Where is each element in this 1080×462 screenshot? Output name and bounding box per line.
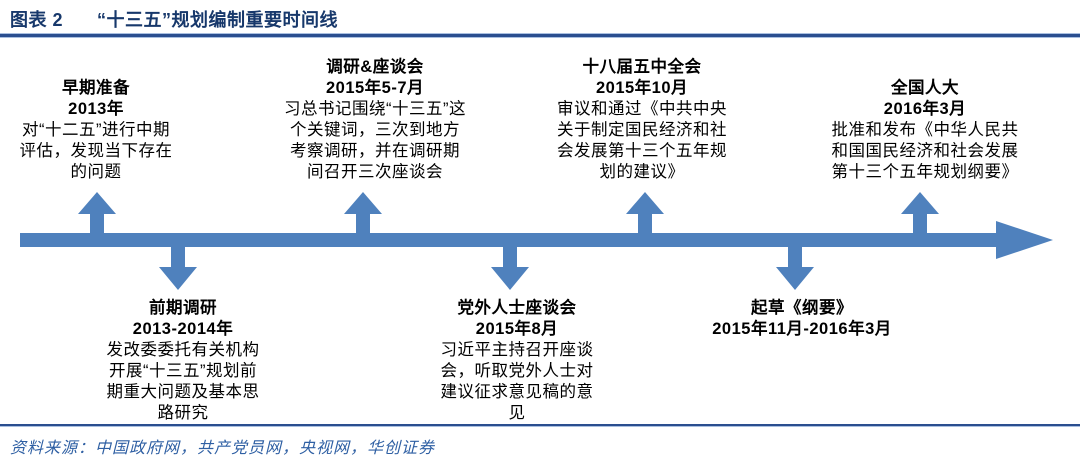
event-desc: 批准和发布《中华人民共和国国民经济和社会发展第十三个五年规划纲要》 [831,121,1019,181]
event-desc: 发改委委托有关机构开展“十三五”规划前期重大问题及基本思路研究 [106,341,260,422]
down-arrow-icon-2 [491,247,529,290]
event-drafting-outline: 起草《纲要》 2015年11月-2016年3月 [662,298,942,340]
event-desc: 对“十二五”进行中期评估，发现当下存在的问题 [19,121,173,181]
event-name: 前期调研 [149,299,217,317]
event-date: 2013-2014年 [132,320,234,338]
figure-title: “十三五”规划编制重要时间线 [97,10,339,30]
event-non-party-symposium: 党外人士座谈会 2015年8月 习近平主持召开座谈会，听取党外人士对建议征求意见… [437,298,597,424]
event-name: 全国人大 [891,79,959,97]
event-preliminary-research: 前期调研 2013-2014年 发改委委托有关机构开展“十三五”规划前期重大问题… [103,298,263,424]
event-date: 2015年8月 [475,320,559,338]
figure-header: 图表 2 “十三五”规划编制重要时间线 [10,6,338,32]
event-desc: 习总书记围绕“十三五”这个关键词，三次到地方考察调研，并在调研期间召开三次座谈会 [284,100,466,181]
down-arrow-icon-1 [159,247,197,290]
event-name: 起草《纲要》 [751,299,853,317]
event-name: 早期准备 [62,79,130,97]
figure-label: 图表 2 [10,10,64,30]
up-arrow-icon-4 [901,192,939,233]
event-date: 2015年11月-2016年3月 [712,320,892,338]
timeline-axis [20,233,996,247]
event-date: 2013年 [68,100,124,118]
event-research-symposiums: 调研&座谈会 2015年5-7月 习总书记围绕“十三五”这个关键词，三次到地方考… [283,57,468,183]
event-name: 十八届五中全会 [582,58,702,76]
event-desc: 习近平主持召开座谈会，听取党外人士对建议征求意见稿的意见 [440,341,594,422]
event-national-peoples-congress: 全国人大 2016年3月 批准和发布《中华人民共和国国民经济和社会发展第十三个五… [830,78,1020,183]
up-arrow-icon-1 [78,192,116,233]
event-fifth-plenary-session: 十八届五中全会 2015年10月 审议和通过《中共中央关于制定国民经济和社会发展… [550,57,735,183]
up-arrow-icon-2 [344,192,382,233]
event-desc: 审议和通过《中共中央关于制定国民经济和社会发展第十三个五年规划的建议》 [557,100,727,181]
up-arrow-icon-3 [626,192,664,233]
title-rule [0,33,1080,38]
event-name: 调研&座谈会 [326,58,424,76]
event-date: 2015年5-7月 [325,79,425,97]
source-note: 资料来源：中国政府网，共产党员网，央视网，华创证券 [10,440,436,457]
down-arrow-icon-3 [776,247,814,290]
event-name: 党外人士座谈会 [457,299,577,317]
footer-rule [0,424,1080,427]
event-date: 2015年10月 [595,79,689,97]
timeline-axis-arrowhead-icon [996,221,1053,259]
event-date: 2016年3月 [883,100,967,118]
event-early-preparation: 早期准备 2013年 对“十二五”进行中期评估，发现当下存在的问题 [19,78,174,183]
